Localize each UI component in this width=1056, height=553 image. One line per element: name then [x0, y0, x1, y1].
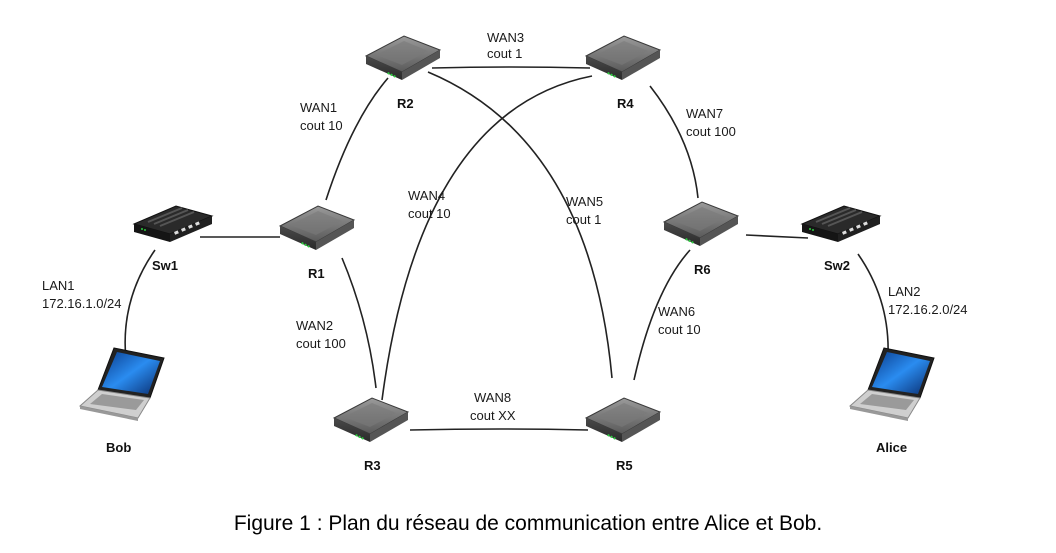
router-r6-label: R6 [694, 262, 711, 277]
wan3-name: WAN3 [487, 30, 524, 45]
wan1-cost: cout 10 [300, 118, 343, 133]
lan1-subnet: 172.16.1.0/24 [42, 296, 122, 311]
link-lan1 [124, 249, 156, 361]
switch-sw2[interactable]: Sw2 [801, 205, 881, 273]
link-lan2 [857, 253, 889, 357]
link-labels: WAN3 cout 1 WAN1 cout 10 WAN7 cout 100 W… [42, 30, 968, 423]
wan2-cost: cout 100 [296, 336, 346, 351]
link-r6-sw2 [745, 234, 809, 239]
wan8-name: WAN8 [474, 390, 511, 405]
wan2-name: WAN2 [296, 318, 333, 333]
lan2-name: LAN2 [888, 284, 921, 299]
links [124, 66, 889, 431]
link-wan3 [431, 66, 591, 69]
laptop-bob[interactable]: Bob [79, 347, 165, 455]
link-wan1 [325, 77, 389, 201]
wan1-name: WAN1 [300, 100, 337, 115]
figure-caption: Figure 1 : Plan du réseau de communicati… [233, 512, 823, 535]
link-wan4 [381, 75, 593, 401]
router-r1[interactable]: R1 [279, 205, 355, 281]
router-r4-label: R4 [617, 96, 634, 111]
router-r5[interactable]: R5 [585, 397, 661, 473]
laptop-bob-label: Bob [106, 440, 131, 455]
router-r1-label: R1 [308, 266, 325, 281]
laptop-alice-label: Alice [876, 440, 907, 455]
lan2-subnet: 172.16.2.0/24 [888, 302, 968, 317]
lan1-name: LAN1 [42, 278, 75, 293]
switch-sw1[interactable]: Sw1 [133, 205, 213, 273]
router-r2-label: R2 [397, 96, 414, 111]
wan3-cost: cout 1 [487, 46, 522, 61]
wan5-cost: cout 1 [566, 212, 601, 227]
wan7-name: WAN7 [686, 106, 723, 121]
link-wan7 [649, 85, 699, 199]
wan7-cost: cout 100 [686, 124, 736, 139]
link-wan2 [341, 257, 377, 389]
wan5-name: WAN5 [566, 194, 603, 209]
link-wan5 [427, 71, 613, 379]
router-r6[interactable]: R6 [663, 201, 739, 277]
router-r5-label: R5 [616, 458, 633, 473]
router-r3[interactable]: R3 [333, 397, 409, 473]
wan4-cost: cout 10 [408, 206, 451, 221]
wan4-name: WAN4 [408, 188, 445, 203]
switch-sw2-label: Sw2 [824, 258, 850, 273]
link-wan6 [633, 249, 691, 381]
router-r3-label: R3 [364, 458, 381, 473]
link-wan8 [409, 428, 589, 431]
router-r4[interactable]: R4 [585, 35, 661, 111]
wan8-cost: cout XX [470, 408, 516, 423]
laptop-alice[interactable]: Alice [849, 347, 935, 455]
switch-sw1-label: Sw1 [152, 258, 178, 273]
router-r2[interactable]: R2 [365, 35, 441, 111]
wan6-name: WAN6 [658, 304, 695, 319]
wan6-cost: cout 10 [658, 322, 701, 337]
